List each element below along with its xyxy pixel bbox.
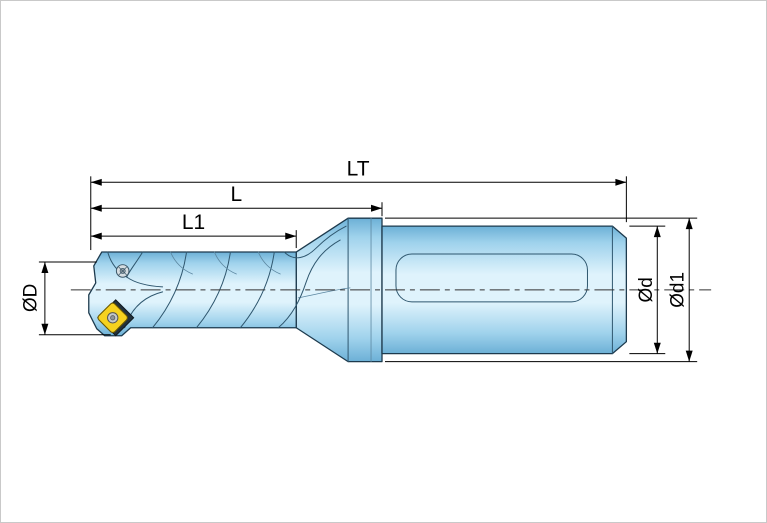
flute-runout-curve <box>277 239 341 329</box>
flute-curve <box>257 251 281 275</box>
fluted-body <box>88 251 297 337</box>
center-insert-screw <box>115 264 130 278</box>
dimension-arrow <box>685 350 693 362</box>
dimension-label-OD: ØD <box>20 284 41 312</box>
insert-screw <box>107 312 119 324</box>
dimension-label-d1: Ød1 <box>668 272 689 308</box>
dimension-arrow <box>685 218 693 230</box>
flute-curve <box>195 251 231 329</box>
dimension-arrow <box>90 232 102 240</box>
dimension-flange-diameter: Ød1 <box>384 217 698 363</box>
flute-curve <box>170 251 193 275</box>
flute-curve <box>239 251 275 329</box>
drill-tool <box>70 217 712 363</box>
dimension-arrow <box>285 232 297 240</box>
dimension-arrow <box>41 261 49 273</box>
gash-line <box>126 276 164 288</box>
flute-runout-curve <box>283 225 347 259</box>
dimension-arrow <box>90 204 102 212</box>
dimension-arrow <box>371 204 383 212</box>
dimension-arrow <box>653 226 661 238</box>
dimension-label-LT: LT <box>347 157 370 180</box>
flute-curve <box>214 251 237 275</box>
dimension-cutting-diameter: ØD <box>20 261 111 336</box>
dimension-L: L <box>90 183 383 217</box>
shank-flat <box>395 253 588 303</box>
dimension-arrow <box>90 178 102 186</box>
dimension-arrow <box>41 323 49 335</box>
dimension-L1: L1 <box>90 211 297 249</box>
dimension-LT: LT <box>90 157 627 223</box>
flute-curve <box>152 251 188 329</box>
dimension-label-L1: L1 <box>182 211 205 234</box>
dimension-label-L: L <box>231 183 243 206</box>
dimension-label-d: Ød <box>636 277 657 302</box>
cone-runout-line <box>297 287 351 299</box>
dimension-shank-diameter: Ød <box>629 225 666 355</box>
dimension-arrow <box>653 342 661 354</box>
dimension-arrow <box>615 178 627 186</box>
